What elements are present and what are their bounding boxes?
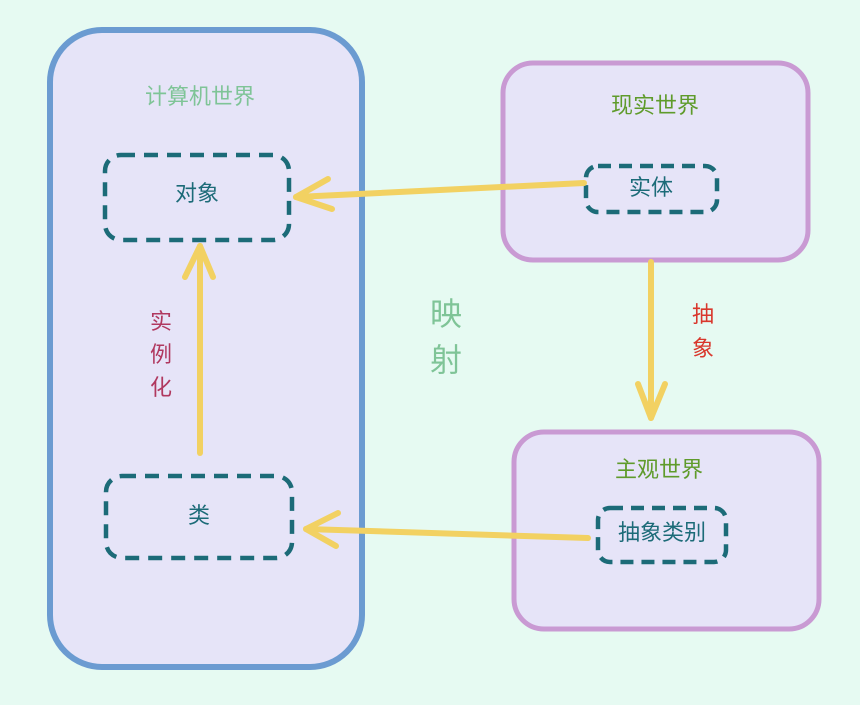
instantiate-char-1: 实 (149, 310, 173, 335)
instantiate-char-3: 化 (149, 376, 173, 401)
object-node (102, 152, 292, 243)
computer-world-panel (47, 27, 365, 670)
abstract-label: 抽 象 (692, 305, 714, 361)
subjective-world-title: 主观世界 (614, 458, 704, 483)
instantiate-char-2: 例 (149, 343, 173, 368)
entity-label: 实体 (628, 176, 674, 201)
category-to-class-arrowhead (303, 510, 341, 549)
entity-node (583, 163, 720, 215)
mapping-label: 映 射 (430, 298, 462, 376)
object-label: 对象 (174, 182, 220, 207)
entity-to-object-arrowhead (293, 176, 335, 212)
subjective-world-panel (511, 429, 822, 632)
instantiate-label: 实 例 化 (150, 312, 172, 400)
abstract-char-1: 抽 (691, 303, 715, 328)
mapping-char-1: 映 (429, 295, 463, 333)
mapping-char-2: 射 (429, 341, 463, 379)
real-world-title: 现实世界 (610, 94, 700, 119)
computer-world-title: 计算机世界 (144, 85, 256, 110)
class-node (103, 473, 295, 561)
abstract-arrowhead (635, 381, 668, 421)
entity-to-object-arrow (293, 180, 587, 200)
class-label: 类 (187, 504, 211, 529)
category-to-class-arrow (303, 526, 591, 541)
real-world-panel (500, 60, 811, 263)
class-to-object-arrowhead (182, 243, 216, 280)
abstract-char-2: 象 (691, 337, 715, 362)
category-node (595, 505, 729, 565)
category-label: 抽象类别 (617, 521, 707, 546)
